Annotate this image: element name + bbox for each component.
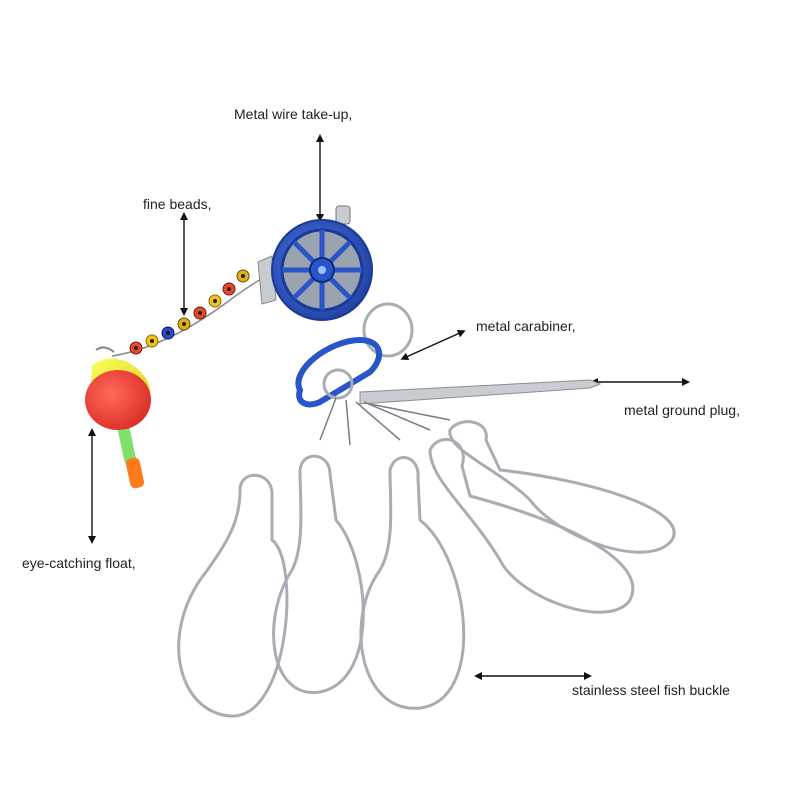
fish-buckle-group <box>177 397 676 718</box>
label-fine-beads: fine beads, <box>143 196 212 212</box>
fish-buckle-icon <box>428 438 635 614</box>
float-icon <box>85 346 151 489</box>
fish-buckle-icon <box>359 456 466 710</box>
label-metal-ground-plug: metal ground plug, <box>624 402 740 418</box>
fish-buckle-icon <box>272 454 365 694</box>
label-stainless-steel-fish-buckle: stainless steel fish buckle <box>572 682 730 698</box>
fishing-reel-icon <box>257 205 373 321</box>
bead-string <box>111 269 275 357</box>
carabiner-icon <box>295 302 414 408</box>
ground-plug-icon <box>359 379 602 405</box>
fish-buckle-icon <box>448 420 676 554</box>
annotation-arrows <box>88 134 690 680</box>
fish-buckle-icon <box>177 473 289 718</box>
label-metal-wire-take-up: Metal wire take-up, <box>234 106 353 122</box>
arrow-icon <box>400 329 466 361</box>
label-eye-catching-float: eye-catching float, <box>22 555 136 571</box>
label-metal-carabiner: metal carabiner, <box>476 318 576 334</box>
